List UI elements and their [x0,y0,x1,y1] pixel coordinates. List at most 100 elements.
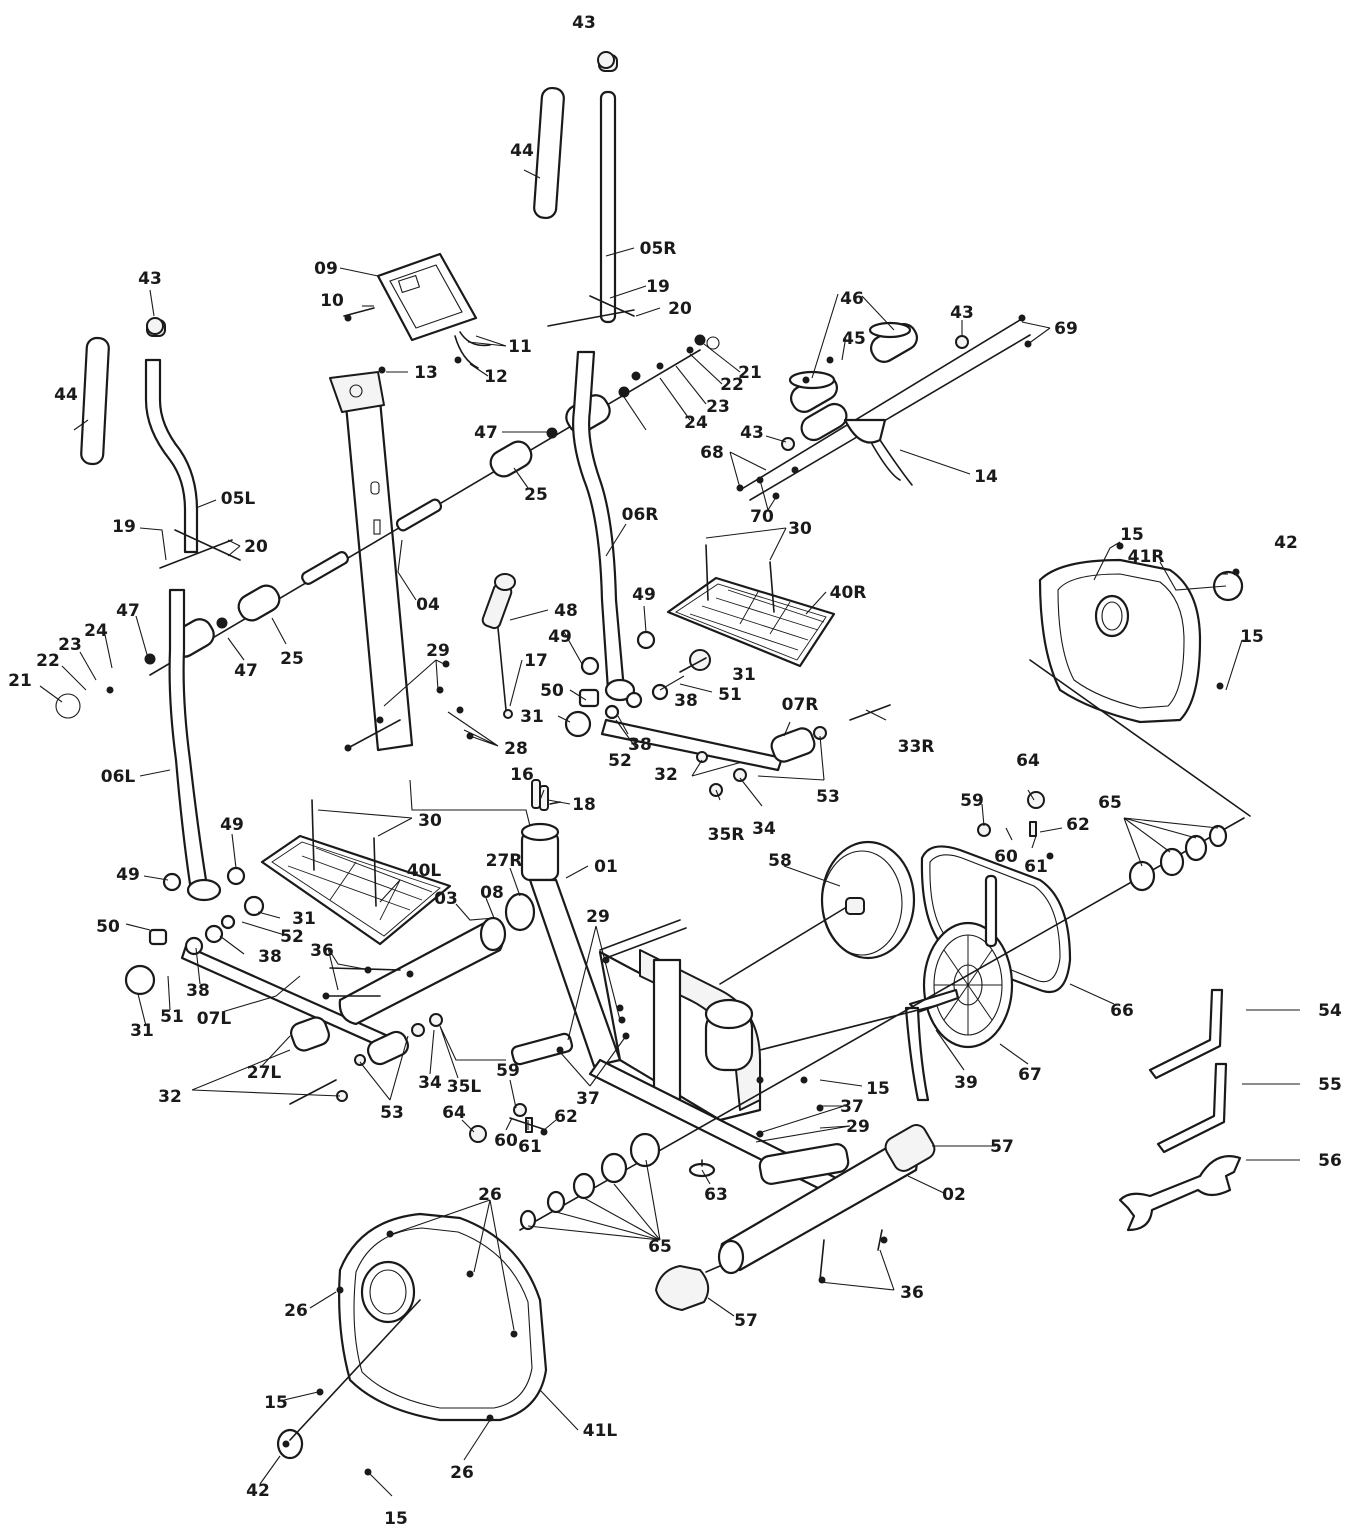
label-37-a: 37 [576,1089,600,1109]
label-02: 02 [942,1185,966,1205]
label-44-a: 44 [510,141,534,161]
label-26-b: 26 [284,1301,308,1321]
label-31-b: 31 [520,707,544,727]
label-41L: 41L [583,1421,618,1441]
rear-stabilizer [655,1124,936,1311]
label-34-a: 34 [752,819,776,839]
label-47-b: 47 [116,601,140,621]
left-grip [80,336,110,466]
left-lower-arm [162,588,246,902]
label-51-b: 51 [160,1007,184,1027]
label-10: 10 [320,291,344,311]
label-69: 69 [1054,319,1078,339]
part-labels: 43 44 05R 19 20 09 10 11 12 13 21 22 23 … [8,13,1342,1529]
label-33R: 33R [898,737,935,757]
label-40R: 40R [830,583,867,603]
label-27R: 27R [486,851,523,871]
part-drawings [55,51,1251,1476]
tools [1118,988,1242,1232]
label-24-a: 24 [684,413,708,433]
label-42-a: 42 [1274,533,1298,553]
label-28: 28 [504,739,528,759]
label-52-a: 52 [608,751,632,771]
label-64-a: 64 [1016,751,1040,771]
label-35R: 35R [708,825,745,845]
label-32-a: 32 [654,765,678,785]
right-pedal-arm [564,649,891,797]
label-48: 48 [554,601,578,621]
label-15-b: 15 [1240,627,1264,647]
label-43-a: 43 [572,13,596,33]
label-54: 54 [1318,1001,1342,1021]
label-61-b: 61 [518,1137,542,1157]
label-43-d: 43 [138,269,162,289]
label-42-b: 42 [246,1481,270,1501]
label-46: 46 [840,289,864,309]
label-18: 18 [572,795,596,815]
label-20-b: 20 [244,537,268,557]
label-53-b: 53 [380,1103,404,1123]
label-15-d: 15 [264,1393,288,1413]
label-19-b: 19 [112,517,136,537]
label-40L: 40L [407,861,442,881]
belt-and-pulley [759,845,1072,1102]
right-handlebar [547,54,635,327]
right-pedal [666,544,836,668]
label-34-b: 34 [418,1073,442,1093]
label-31-c: 31 [292,909,316,929]
front-stabilizer [739,319,1031,501]
label-49-b: 49 [548,627,572,647]
label-03: 03 [434,889,458,909]
label-14: 14 [974,467,998,487]
label-07R: 07R [782,695,819,715]
label-52-b: 52 [280,927,304,947]
label-41R: 41R [1128,547,1165,567]
label-21-b: 21 [8,671,32,691]
label-36-a: 36 [310,941,334,961]
label-37-b: 37 [840,1097,864,1117]
label-35L: 35L [447,1077,482,1097]
label-55: 55 [1318,1075,1342,1095]
label-11: 11 [508,337,532,357]
label-68: 68 [700,443,724,463]
label-43-c: 43 [740,423,764,443]
flywheel [719,840,916,985]
label-51-a: 51 [718,685,742,705]
left-pedal [260,799,452,946]
fasteners [146,51,1224,1476]
label-24-b: 24 [84,621,108,641]
label-30-a: 30 [788,519,812,539]
label-49-d: 49 [116,865,140,885]
label-38-a: 38 [674,691,698,711]
label-43-b: 43 [950,303,974,323]
label-44-b: 44 [54,385,78,405]
label-25-a: 25 [524,485,548,505]
label-06L: 06L [101,767,136,787]
label-50-a: 50 [540,681,564,701]
label-30-b: 30 [418,811,442,831]
label-56: 56 [1318,1151,1342,1171]
label-09: 09 [314,259,338,279]
label-15-a: 15 [1120,525,1144,545]
right-cover [1029,558,1251,817]
upright-post [329,371,414,752]
right-grip [533,86,565,220]
label-15-e: 15 [384,1509,408,1529]
label-26-a: 26 [478,1185,502,1205]
label-29-a: 29 [426,641,450,661]
label-50-b: 50 [96,917,120,937]
leader-lines [39,169,1300,1497]
left-cover [276,1212,548,1460]
label-47-c: 47 [234,661,258,681]
label-59-b: 59 [496,1061,520,1081]
label-16: 16 [510,765,534,785]
label-49-a: 49 [632,585,656,605]
label-07L: 07L [197,1009,232,1029]
label-39: 39 [954,1073,978,1093]
label-32-b: 32 [158,1087,182,1107]
label-23-a: 23 [706,397,730,417]
label-26-c: 26 [450,1463,474,1483]
label-05L: 05L [221,489,256,509]
main-frame [504,822,850,1196]
